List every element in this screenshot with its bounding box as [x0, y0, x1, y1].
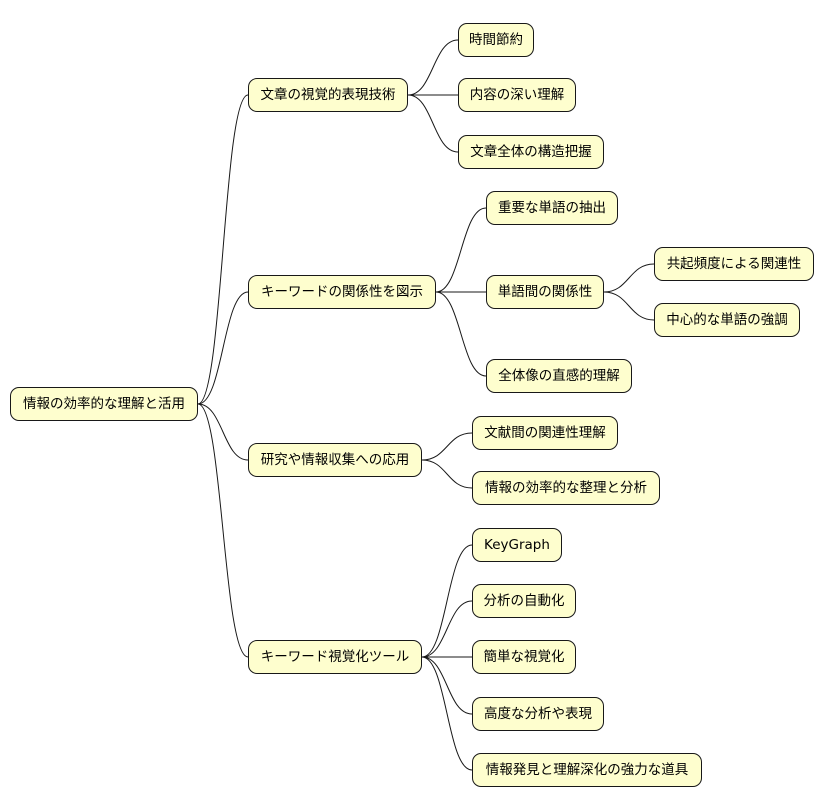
leaf-node-time-saving[interactable]: 時間節約: [458, 23, 534, 57]
leaf-node-auto-analysis[interactable]: 分析の自動化: [472, 584, 576, 618]
connector-line: [197, 403, 249, 461]
connector-line: [407, 94, 459, 153]
branch-node-keyword-relations[interactable]: キーワードの関係性を図示: [248, 275, 436, 309]
leaf-node-keygraph[interactable]: KeyGraph: [472, 528, 562, 562]
leaf-node-keyword-extraction[interactable]: 重要な単語の抽出: [486, 191, 618, 225]
leaf-node-efficient-organization[interactable]: 情報の効率的な整理と分析: [472, 471, 660, 505]
leaf-node-powerful-tool[interactable]: 情報発見と理解深化の強力な道具: [472, 753, 702, 787]
connector-line: [603, 291, 655, 321]
connector-line: [603, 263, 655, 293]
branch-node-research-application[interactable]: 研究や情報収集への応用: [248, 443, 422, 477]
leaf-node-literature-relations[interactable]: 文献間の関連性理解: [472, 416, 618, 450]
connector-line: [197, 403, 249, 658]
connector-line: [435, 291, 487, 377]
connector-line: [421, 459, 473, 489]
connector-line: [197, 291, 249, 405]
connector-line: [421, 544, 473, 658]
branch-node-visualization-tools[interactable]: キーワード視覚化ツール: [248, 640, 422, 674]
connector-line: [421, 600, 473, 658]
leaf-node-word-relations[interactable]: 単語間の関係性: [486, 275, 604, 309]
connector-line: [407, 39, 459, 96]
leaf-node-simple-visualization[interactable]: 簡単な視覚化: [472, 640, 576, 674]
connector-line: [421, 432, 473, 461]
connector-line: [421, 656, 473, 715]
leaf-node-advanced-analysis[interactable]: 高度な分析や表現: [472, 697, 604, 731]
connector-line: [197, 94, 249, 405]
connector-line: [421, 656, 473, 771]
root-node[interactable]: 情報の効率的な理解と活用: [10, 387, 198, 421]
leaf-node-cooccurrence[interactable]: 共起頻度による関連性: [654, 247, 814, 281]
leaf-node-overall-picture[interactable]: 全体像の直感的理解: [486, 359, 632, 393]
leaf-node-deep-understanding[interactable]: 内容の深い理解: [458, 78, 576, 112]
branch-node-visual-text[interactable]: 文章の視覚的表現技術: [248, 78, 408, 112]
leaf-node-structure-grasp[interactable]: 文章全体の構造把握: [458, 135, 604, 169]
connector-line: [435, 207, 487, 293]
leaf-node-central-word-emphasis[interactable]: 中心的な単語の強調: [654, 303, 800, 337]
